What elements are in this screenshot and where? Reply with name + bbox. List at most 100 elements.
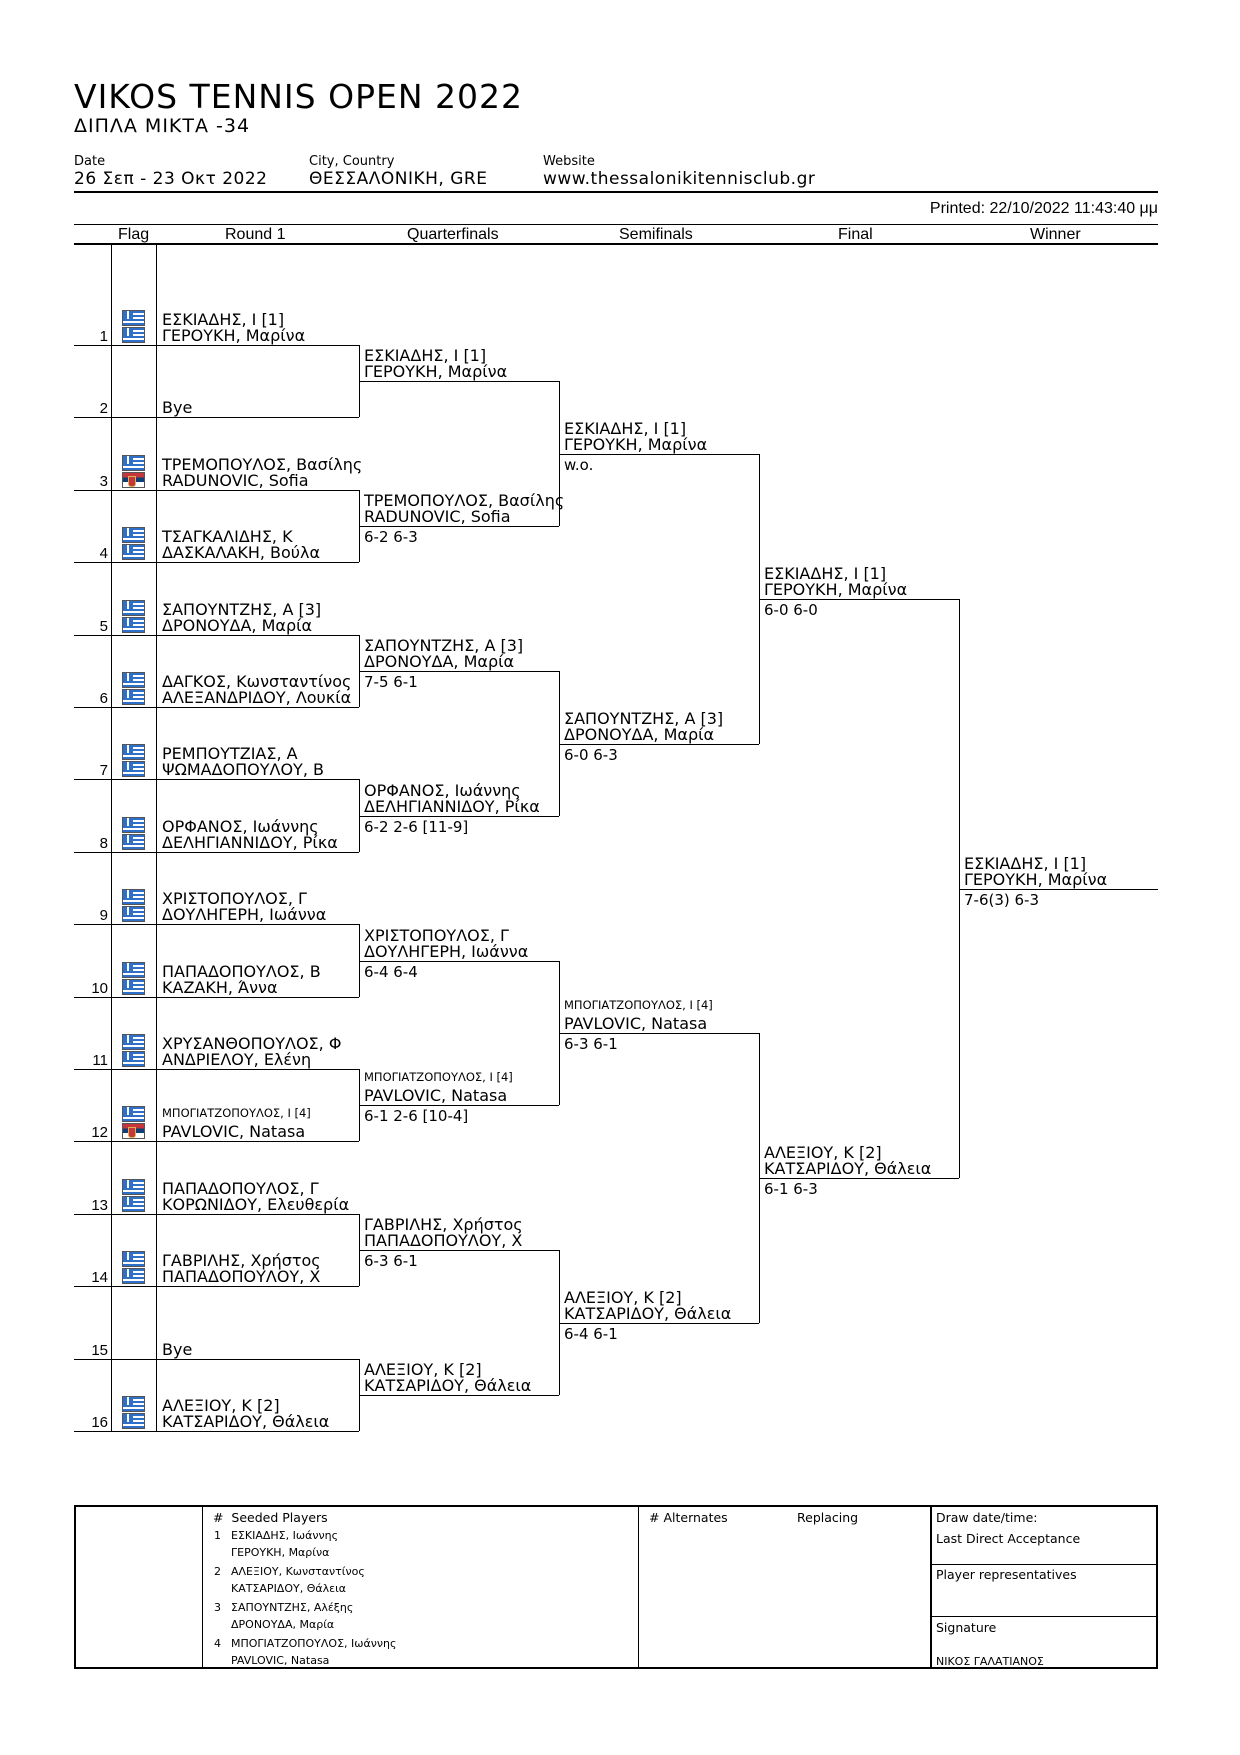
last-direct-acceptance-label: Last Direct Acceptance (936, 1531, 1081, 1546)
round1-player-1: ΠΑΠΑΔΟΠΟΥΛΟΣ, Γ (162, 1179, 319, 1198)
sf-connector (559, 671, 560, 816)
round1-player-1: ΤΣΑΓΚΑΛΙΔΗΣ, Κ (162, 527, 293, 546)
draw-position-number: 7 (99, 762, 108, 779)
flag-gre-icon (122, 1034, 145, 1050)
flag-gre-icon (122, 617, 145, 633)
draw-position-number: 3 (99, 473, 108, 490)
round1-line (74, 635, 359, 636)
final-line (759, 599, 959, 600)
flag-gre-icon (122, 761, 145, 777)
seed-player-1: ΑΛΕΞΙΟΥ, Κωνσταντίνος (231, 1565, 365, 1578)
qf-line (359, 1105, 559, 1106)
col-header-winner: Winner (1030, 226, 1081, 243)
flag-srb-icon (122, 1123, 145, 1139)
round1-line (74, 1431, 359, 1432)
qf-line (359, 1395, 559, 1396)
sf-player-2: PAVLOVIC, Natasa (564, 1014, 708, 1033)
round1-player-2: ΚΑΖΑΚΗ, Άννα (162, 978, 278, 997)
round1-player-2: RADUNOVIC, Sofia (162, 471, 309, 490)
winner-score: 7-6(3) 6-3 (964, 891, 1040, 909)
flag-gre-icon (122, 1268, 145, 1284)
round1-line (74, 997, 359, 998)
footer-box (74, 1505, 1158, 1669)
round1-line (74, 490, 359, 491)
round1-player-2: ΠΑΠΑΔΟΠΟΥΛΟΥ, Χ (162, 1267, 321, 1286)
round1-line (74, 707, 359, 708)
round1-player-2: ΓΕΡΟΥΚΗ, Μαρίνα (162, 326, 306, 345)
qf-player-2: ΔΟΥΛΗΓΕΡΗ, Ιωάννα (364, 942, 529, 961)
round1-line (74, 779, 359, 780)
columns-top-rule (74, 224, 1158, 225)
qf-score: 7-5 6-1 (364, 673, 418, 691)
round1-line (74, 852, 359, 853)
round1-player-1: ΜΠΟΓΙΑΤΖΟΠΟΥΛΟΣ, Ι [4] (162, 1106, 311, 1120)
round1-player-2: ΑΝΔΡΙΕΛΟΥ, Ελένη (162, 1050, 312, 1069)
draw-position-number: 13 (91, 1197, 108, 1214)
col-header-round1: Round 1 (225, 226, 286, 243)
round1-player-1: ΟΡΦΑΝΟΣ, Ιωάννης (162, 817, 319, 836)
flag-gre-icon (122, 527, 145, 543)
draw-position-number: 15 (91, 1342, 108, 1359)
qf-score: 6-3 6-1 (364, 1252, 418, 1270)
round1-player-1: ΣΑΠΟΥΝΤΖΗΣ, Α [3] (162, 600, 322, 619)
footer-divider-3 (930, 1506, 932, 1668)
qf-score: 6-1 2-6 [10-4] (364, 1107, 469, 1125)
replacing-label: Replacing (797, 1510, 859, 1525)
winner-player-1: ΕΣΚΙΑΔΗΣ, Ι [1] (964, 854, 1087, 873)
qf-line (359, 1250, 559, 1251)
website-value[interactable]: www.thessalonikitennisclub.gr (543, 169, 816, 189)
round1-player-2: ΔΟΥΛΗΓΕΡΗ, Ιωάννα (162, 905, 327, 924)
round1-player-2: ΔΑΣΚΑΛΑΚΗ, Βούλα (162, 543, 321, 562)
qf-line (359, 526, 559, 527)
round1-player-2: Bye (162, 1340, 193, 1359)
round1-player-1: ΤΡΕΜΟΠΟΥΛΟΣ, Βασίλης (162, 455, 363, 474)
seed-number: 4 (214, 1637, 221, 1650)
sf-line (559, 1033, 759, 1034)
player-representatives-label: Player representatives (936, 1567, 1077, 1582)
seed-player-1: ΕΣΚΙΑΔΗΣ, Ιωάννης (231, 1529, 339, 1542)
qf-score: 6-2 6-3 (364, 528, 418, 546)
round1-player-1: ΧΡΥΣΑΝΘΟΠΟΥΛΟΣ, Φ (162, 1034, 342, 1053)
sf-score: 6-3 6-1 (564, 1035, 618, 1053)
seed-number: 2 (214, 1565, 221, 1578)
alternates-label: # Alternates (649, 1510, 728, 1525)
draw-position-number: 5 (99, 618, 108, 635)
flag-gre-icon (122, 1106, 145, 1122)
draw-position-number: 11 (92, 1052, 108, 1069)
flag-srb-icon (122, 472, 145, 488)
seed-number: 1 (214, 1529, 221, 1542)
qf-player-1: ΕΣΚΙΑΔΗΣ, Ι [1] (364, 346, 487, 365)
round1-player-1: ΡΕΜΠΟΥΤΖΙΑΣ, Α (162, 744, 298, 763)
final-player-2: ΓΕΡΟΥΚΗ, Μαρίνα (764, 580, 908, 599)
qf-player-1: ΓΑΒΡΙΛΗΣ, Χρήστος (364, 1215, 523, 1234)
final-player-2: ΚΑΤΣΑΡΙΔΟΥ, Θάλεια (764, 1159, 932, 1178)
draw-position-number: 9 (99, 907, 108, 924)
sf-connector (559, 381, 560, 526)
qf-player-2: ΔΕΛΗΓΙΑΝΝΙΔΟΥ, Ρίκα (364, 797, 540, 816)
date-label: Date (74, 154, 106, 169)
footer-rule-2 (931, 1616, 1157, 1617)
col-header-flag: Flag (118, 226, 150, 243)
flag-gre-icon (122, 817, 145, 833)
col-header-qf: Quarterfinals (407, 226, 499, 243)
round1-player-2: ΑΛΕΞΑΝΔΡΙΔΟΥ, Λουκία (162, 688, 352, 707)
footer-divider-2 (638, 1506, 639, 1668)
flag-gre-icon (122, 672, 145, 688)
draw-date-label: Draw date/time: (936, 1510, 1038, 1525)
qf-player-2: RADUNOVIC, Sofia (364, 507, 511, 526)
flag-gre-icon (122, 906, 145, 922)
seed-player-2: ΔΡΟΝΟΥΔΑ, Μαρία (231, 1618, 335, 1631)
round1-line (74, 1359, 359, 1360)
printed-timestamp: Printed: 22/10/2022 11:43:40 μμ (929, 200, 1158, 217)
seeded-players-label: # Seeded Players (213, 1510, 328, 1525)
draw-position-number: 12 (91, 1124, 108, 1141)
website-label: Website (543, 154, 595, 169)
flag-col-left-line (111, 244, 112, 1431)
round1-line (74, 1286, 359, 1287)
seed-number: 3 (214, 1601, 221, 1614)
qf-player-2: ΓΕΡΟΥΚΗ, Μαρίνα (364, 362, 508, 381)
draw-position-number: 8 (99, 835, 108, 852)
flag-gre-icon (122, 600, 145, 616)
flag-gre-icon (122, 1413, 145, 1429)
qf-connector (359, 924, 360, 997)
